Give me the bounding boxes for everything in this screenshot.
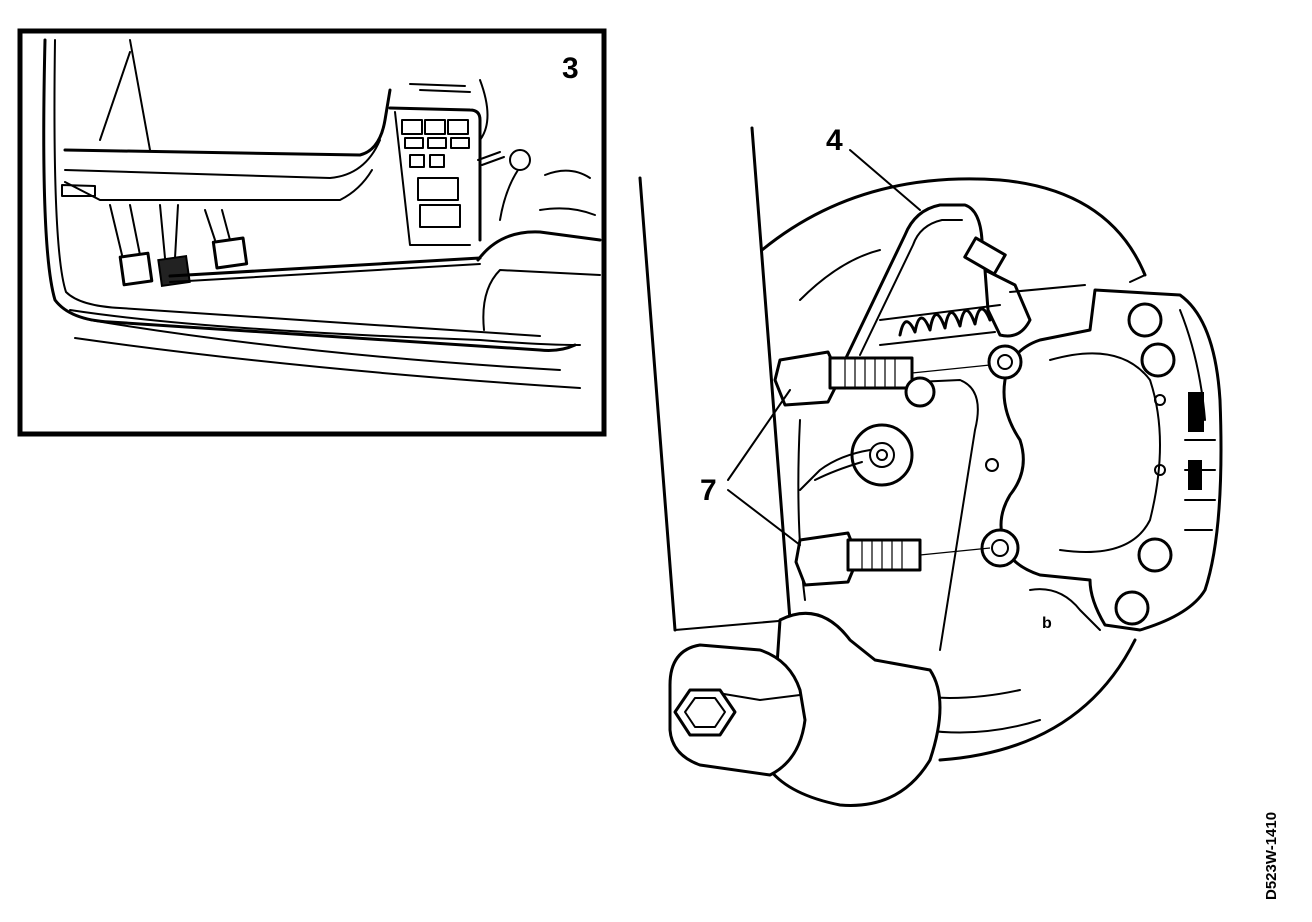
mounting-bolt-lower xyxy=(794,531,991,587)
inset-panel: 3 xyxy=(17,28,607,437)
part-mark-b: b xyxy=(1042,615,1052,632)
inset-callout: 3 xyxy=(562,52,579,85)
mounting-bolt-upper xyxy=(773,350,991,408)
callout-7: 7 xyxy=(700,474,717,507)
leader-7-a xyxy=(727,389,791,481)
coil-spring xyxy=(879,304,1001,346)
callout-4: 4 xyxy=(826,124,843,157)
figure-code: D523W-1410 xyxy=(1263,812,1280,900)
brake-assembly: b 4 7 xyxy=(638,124,1223,807)
leader-4 xyxy=(849,149,921,211)
caliper-bolt-heads xyxy=(1114,302,1176,626)
leader-7-b xyxy=(727,489,801,546)
